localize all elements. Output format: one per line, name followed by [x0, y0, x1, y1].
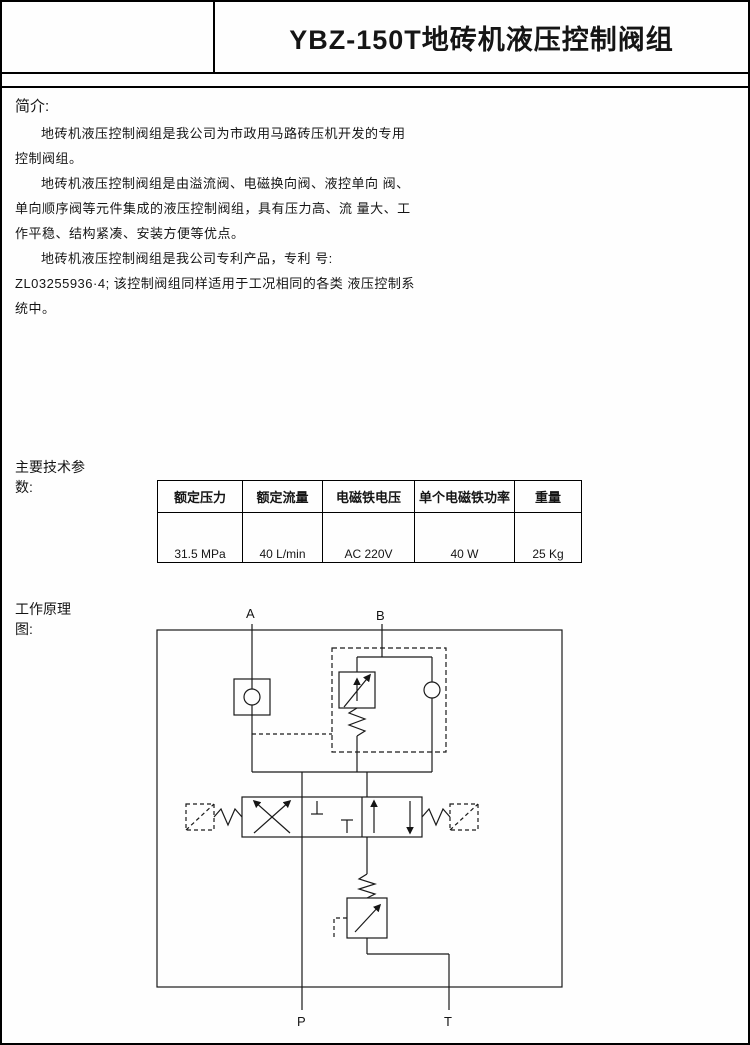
specs-header-cell: 单个电磁铁功率: [413, 480, 516, 513]
relief-check-subblock: [331, 624, 447, 772]
header-logo-cell: [2, 2, 215, 72]
specs-header-cell: 额定流量: [242, 480, 323, 513]
port-label-t: T: [444, 1014, 452, 1029]
specs-value-cell: 40 W: [413, 512, 516, 563]
specs-header-cell: 额定压力: [157, 480, 243, 513]
header-divider: [2, 86, 748, 88]
intro-paragraph: 地砖机液压控制阀组是由溢流阀、电磁换向阀、液控单向 阀、单向顺序阀等元件集成的液…: [15, 176, 411, 241]
intro-paragraph: 地砖机液压控制阀组是我公司为市政用马路砖压机开发的专用控制阀组。: [15, 126, 406, 166]
specs-value-cell: 25 Kg: [514, 512, 583, 563]
specs-value-row: 31.5 MPa 40 L/min AC 220V 40 W 25 Kg: [157, 512, 583, 563]
hydraulic-schematic: A B P T: [156, 606, 563, 1029]
intro-section: 简介: 地砖机液压控制阀组是我公司为市政用马路砖压机开发的专用控制阀组。 地砖机…: [15, 95, 417, 321]
specs-value-cell: AC 220V: [322, 512, 415, 563]
diagram-heading: 工作原理图:: [15, 601, 71, 637]
port-label-a: A: [246, 606, 255, 621]
solenoid-left: [185, 803, 215, 831]
sequence-valve-symbol: [333, 837, 450, 1010]
manifold-outline: [156, 629, 563, 988]
header: YBZ-150T地砖机液压控制阀组: [2, 2, 748, 74]
pilot-check-valve-symbol: [233, 624, 332, 772]
specs-table: 额定压力 额定流量 电磁铁电压 单个电磁铁功率 重量 31.5 MPa 40 L…: [157, 480, 583, 563]
port-labels: A B P T: [246, 606, 452, 1029]
intro-heading: 简介:: [15, 98, 50, 115]
specs-value-cell: 31.5 MPa: [157, 512, 243, 563]
solenoid-right: [449, 803, 479, 831]
header-title-cell: YBZ-150T地砖机液压控制阀组: [215, 2, 748, 72]
params-heading: 主要技术参数:: [15, 459, 85, 495]
spring-right: [421, 807, 451, 827]
port-label-p: P: [297, 1014, 306, 1029]
port-label-b: B: [376, 608, 385, 623]
specs-header-cell: 重量: [514, 480, 583, 513]
specs-header-cell: 电磁铁电压: [322, 480, 415, 513]
specs-value-cell: 40 L/min: [242, 512, 323, 563]
intro-paragraph: 地砖机液压控制阀组是我公司专利产品，专利 号: ZL03255936·4; 该控…: [15, 251, 415, 316]
spring-left: [213, 807, 243, 827]
directional-valve-symbol: [185, 796, 479, 838]
specs-header-row: 额定压力 额定流量 电磁铁电压 单个电磁铁功率 重量: [157, 480, 583, 513]
page-title: YBZ-150T地砖机液压控制阀组: [289, 24, 674, 55]
